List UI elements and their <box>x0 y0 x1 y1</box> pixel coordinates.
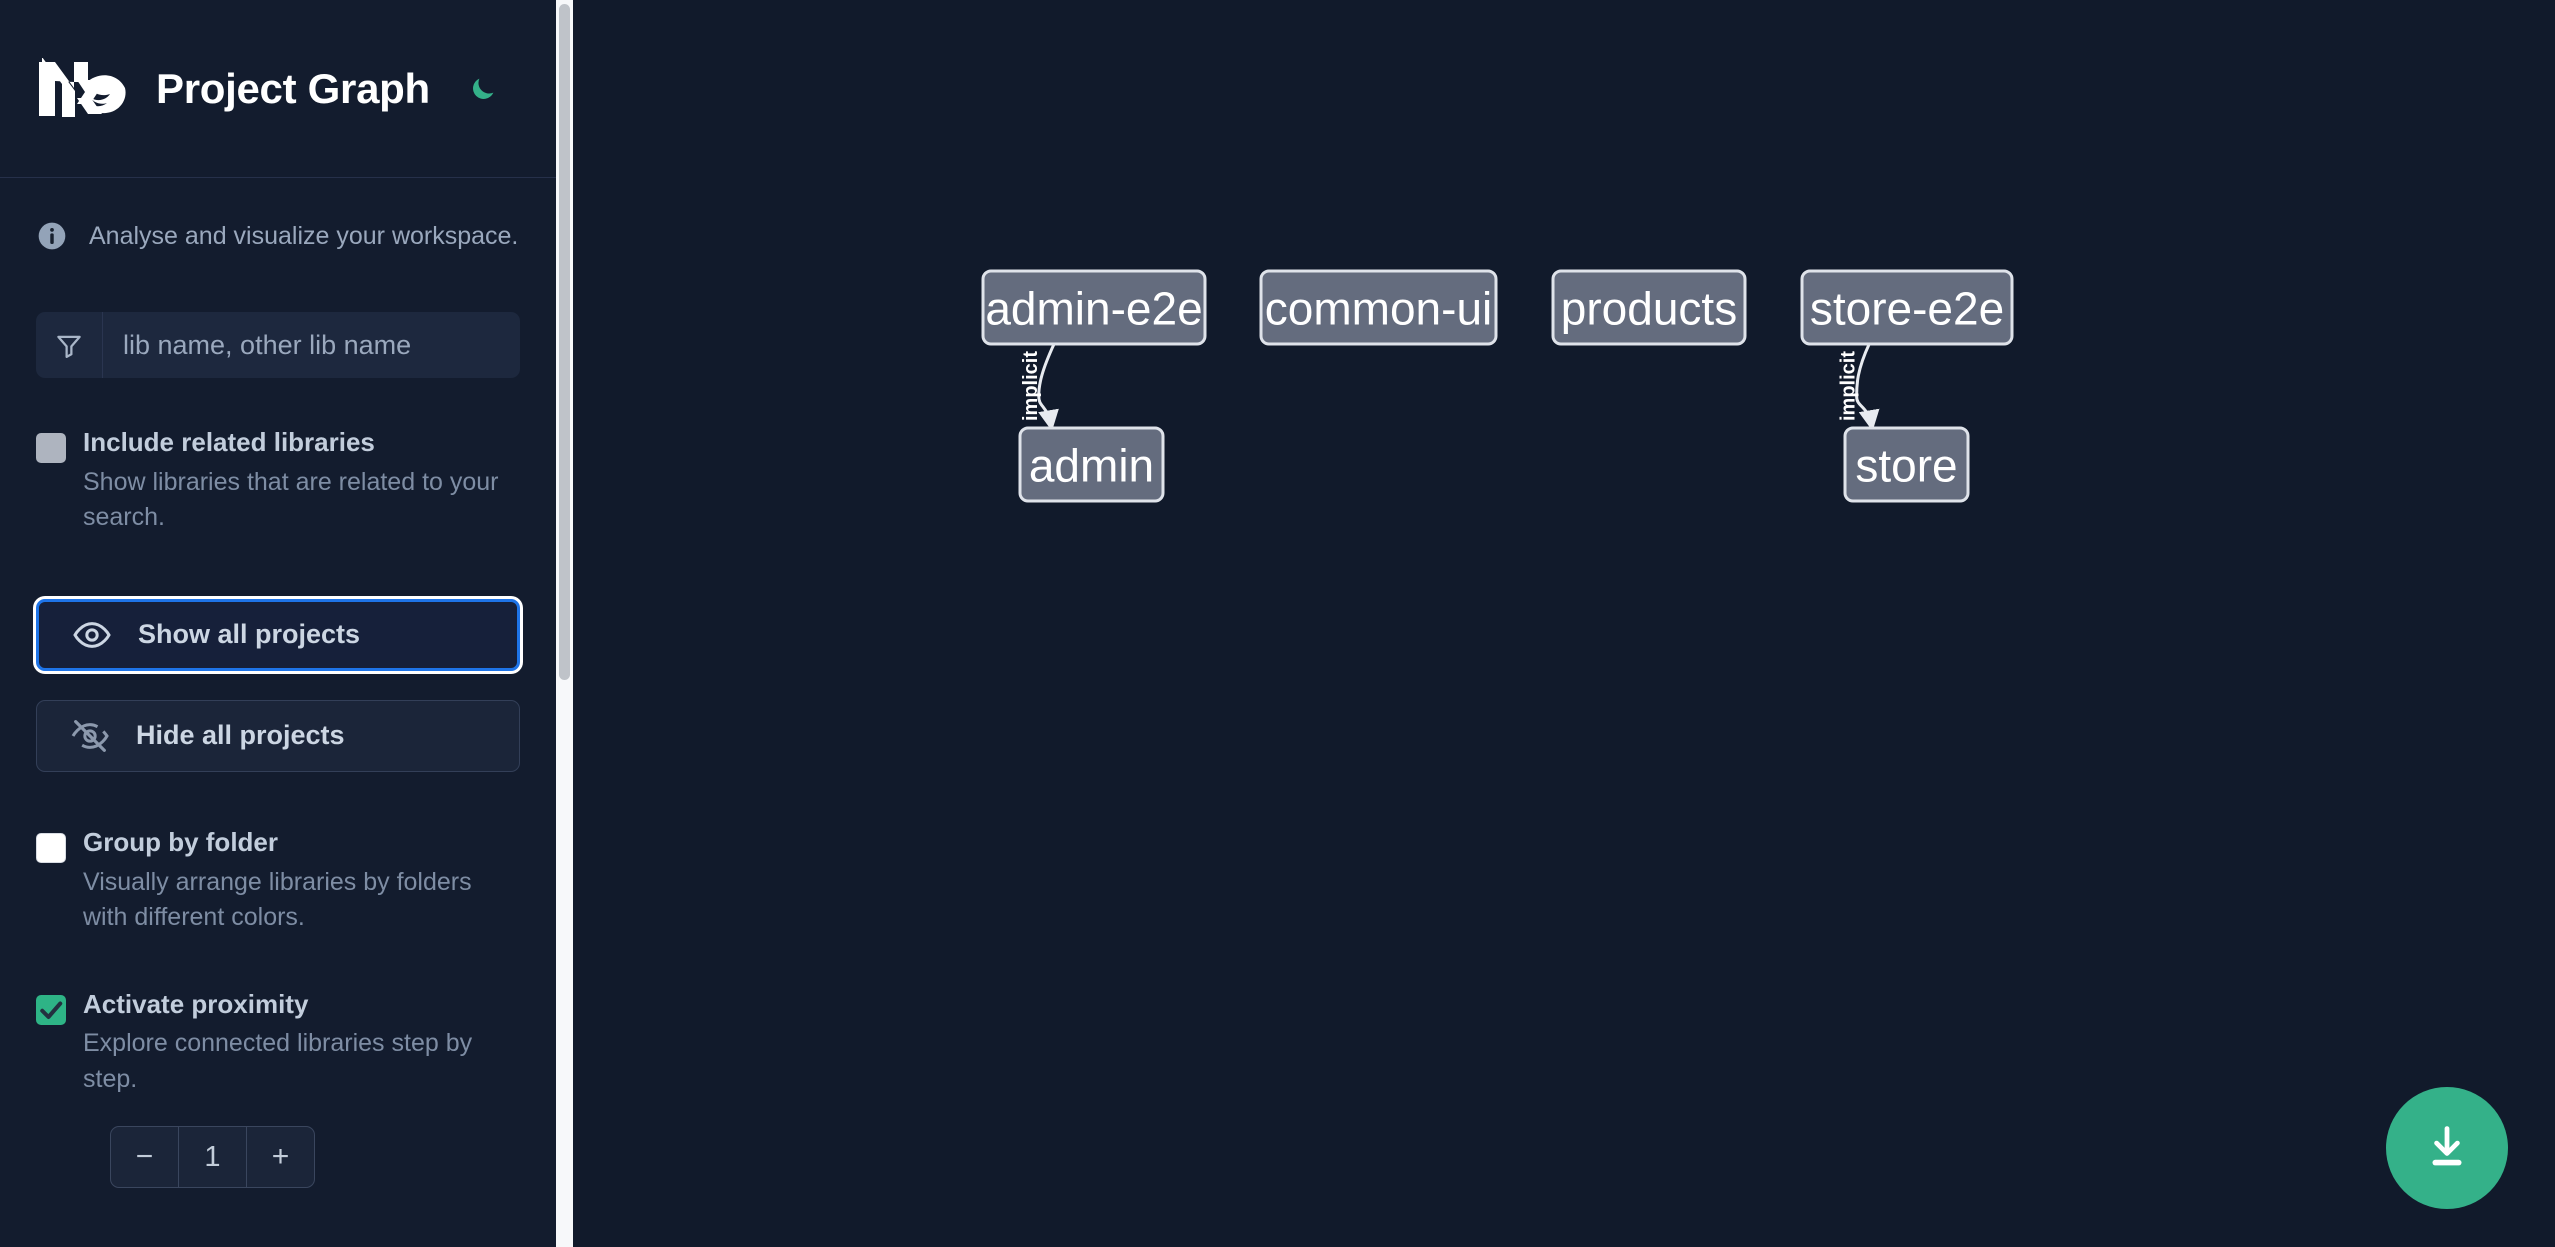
graph-node-label: store-e2e <box>1810 283 2004 335</box>
graph-edge-label: implicit <box>1020 351 1042 421</box>
graph-node[interactable]: admin-e2e <box>981 269 1207 346</box>
graph-node-label: common-ui <box>1265 283 1493 335</box>
graph-node-label: products <box>1561 283 1737 335</box>
graph-node[interactable]: products <box>1551 269 1747 346</box>
hide-all-projects-button[interactable]: Hide all projects <box>36 699 520 772</box>
option-activate-proximity[interactable]: Activate proximity Explore connected lib… <box>0 988 556 1098</box>
option-group-by-folder[interactable]: Group by folder Visually arrange librari… <box>0 826 556 936</box>
proximity-value: 1 <box>204 1140 221 1173</box>
checkbox-group-by-folder[interactable] <box>36 832 66 863</box>
option-description: Show libraries that are related to your … <box>83 467 499 532</box>
option-label: Activate proximity <box>83 988 309 1019</box>
graph-node-box[interactable] <box>1843 426 1970 503</box>
option-label: Group by folder <box>83 826 278 857</box>
graph-node-box[interactable] <box>1018 426 1165 503</box>
proximity-increment-button[interactable]: + <box>246 1127 314 1188</box>
graph-node-label: store <box>1855 440 1957 492</box>
graph-node-box[interactable] <box>981 269 1207 346</box>
search-field[interactable] <box>36 312 520 378</box>
eye-off-icon <box>70 716 110 756</box>
proximity-decrement-button[interactable]: − <box>111 1127 179 1188</box>
tagline-row: Analyse and visualize your workspace. <box>0 178 556 252</box>
option-label: Include related libraries <box>83 427 375 457</box>
graph-edge[interactable]: implicit <box>1838 343 1880 432</box>
checkbox-include-related-libraries[interactable] <box>36 433 66 463</box>
page-title: Project Graph <box>156 64 430 112</box>
sidebar-scrollbar[interactable] <box>556 0 573 1247</box>
graph-node[interactable]: admin <box>1018 426 1165 503</box>
graph-node-box[interactable] <box>1551 269 1747 346</box>
eye-icon <box>72 615 112 655</box>
info-icon <box>36 220 68 252</box>
download-graph-button[interactable] <box>2386 1087 2508 1209</box>
option-description: Visually arrange libraries by folders wi… <box>83 867 472 932</box>
option-description: Explore connected libraries step by step… <box>83 1029 473 1093</box>
show-all-projects-label: Show all projects <box>138 619 361 650</box>
search-input[interactable] <box>103 312 520 378</box>
graph-edge[interactable]: implicit <box>1020 343 1059 432</box>
graph-node[interactable]: store-e2e <box>1800 269 2014 346</box>
graph-node-box[interactable] <box>1800 269 2014 346</box>
graph-node[interactable]: store <box>1843 426 1970 503</box>
filter-funnel-icon <box>36 312 103 378</box>
moon-icon[interactable] <box>460 66 506 112</box>
graph-node-box[interactable] <box>1259 269 1498 346</box>
nx-logo-icon <box>36 56 128 120</box>
hide-all-projects-label: Hide all projects <box>136 720 345 751</box>
sidebar-header: Project Graph <box>0 0 556 178</box>
checkbox-activate-proximity[interactable] <box>36 994 66 1025</box>
graph-node-label: admin-e2e <box>985 283 1202 335</box>
graph-edges: implicit implicit <box>1020 343 1880 432</box>
project-graph-svg: implicit implicit admin-e2e common-ui produ… <box>981 269 2014 503</box>
sidebar: Project Graph Analyse and visualize your… <box>0 0 556 1247</box>
tagline-text: Analyse and visualize your workspace. <box>89 222 519 250</box>
show-all-projects-button[interactable]: Show all projects <box>36 598 520 671</box>
graph-node-label: admin <box>1029 440 1154 492</box>
graph-canvas[interactable]: implicit implicit admin-e2e common-ui produ… <box>573 0 2555 1247</box>
sidebar-scrollbar-thumb[interactable] <box>559 4 570 680</box>
download-icon <box>2421 1121 2473 1176</box>
graph-node[interactable]: common-ui <box>1259 269 1498 346</box>
graph-edge-label: implicit <box>1838 351 1860 421</box>
graph-nodes: admin-e2e common-ui products store-e2e admin… <box>981 269 2014 503</box>
proximity-stepper[interactable]: − 1 + <box>110 1126 315 1189</box>
option-include-related-libraries[interactable]: Include related libraries Show libraries… <box>0 426 556 536</box>
